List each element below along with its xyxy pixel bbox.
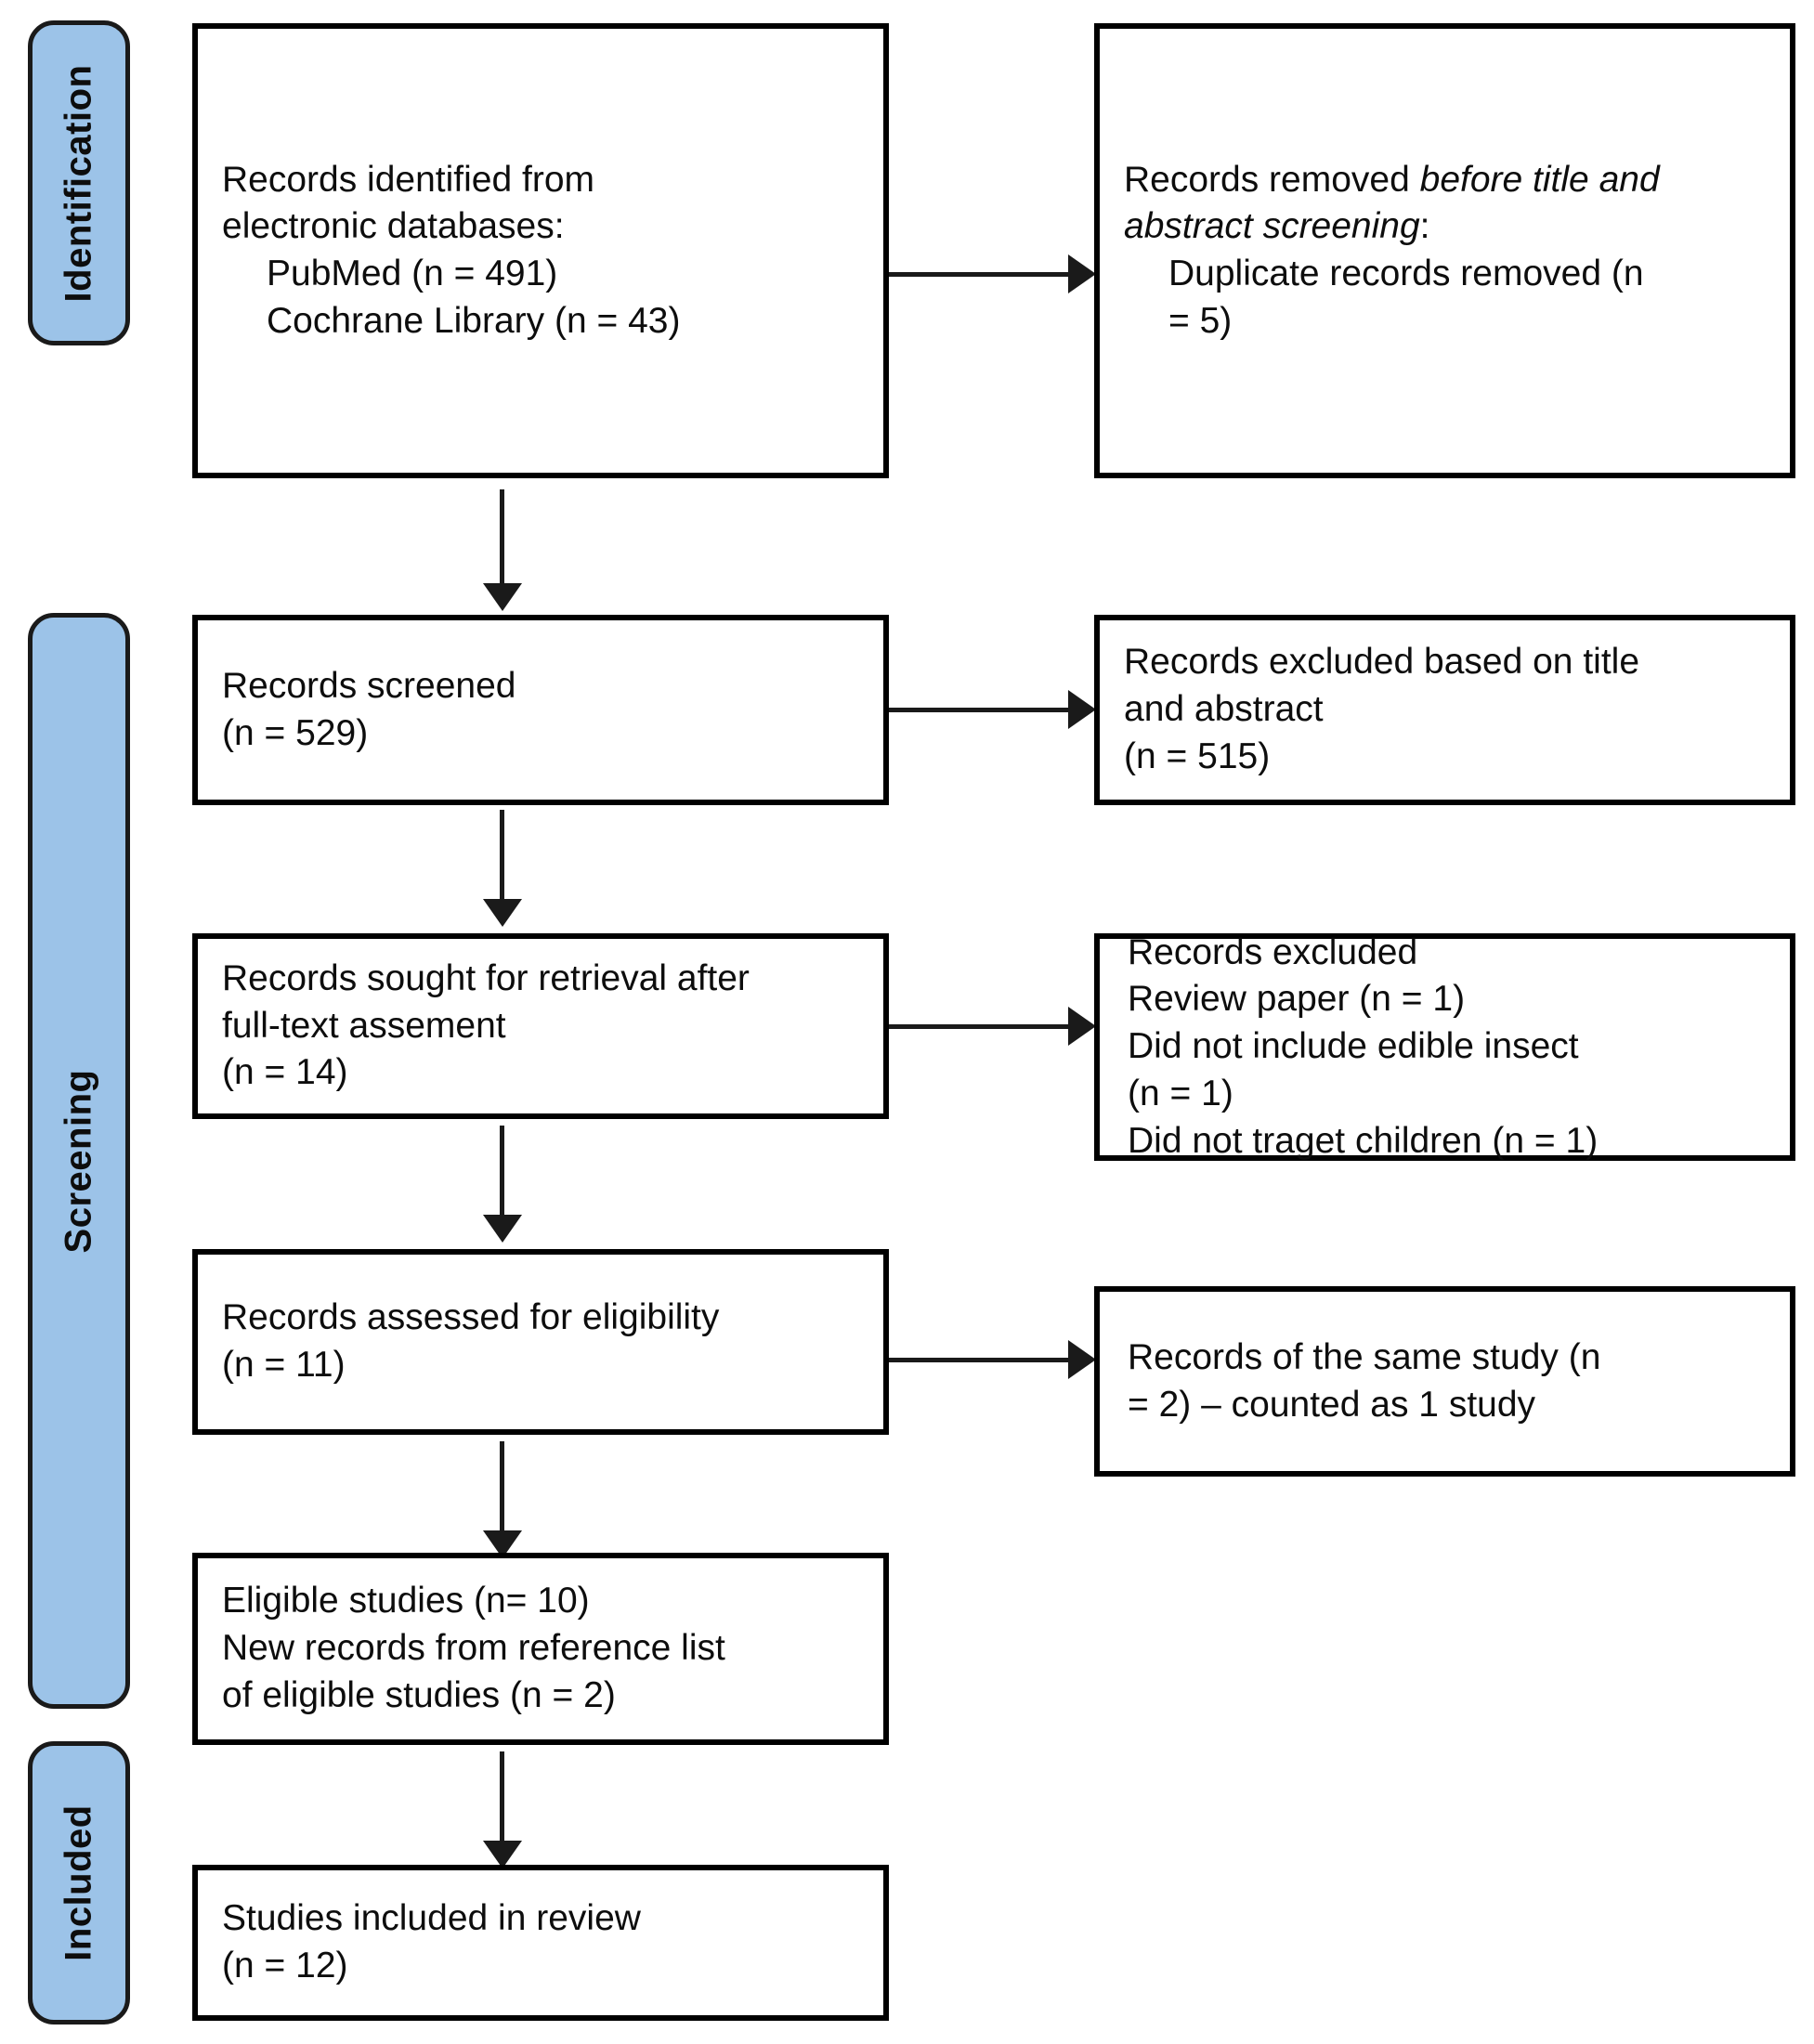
records-removed-line1-italic: before title and [1419, 159, 1660, 200]
included-review-line1: Studies included in review [222, 1898, 641, 1939]
assessed-eligibility-line2: (n = 11) [222, 1345, 346, 1385]
stage-label-screening: Screening [58, 1069, 99, 1253]
box-eligible-studies: Eligible studies (n= 10) New records from… [192, 1553, 889, 1745]
records-identified-line3: PubMed (n = 491) [267, 254, 558, 293]
connector-sought-to-excluded-fulltext [889, 1024, 1079, 1029]
records-removed-line2-italic: abstract screening [1124, 206, 1420, 247]
connector-eligible-to-included-arrowhead [483, 1841, 522, 1868]
excluded-fulltext-line3: Did not include edible insect [1128, 1026, 1579, 1067]
excluded-title-abstract-line3: (n = 515) [1124, 736, 1271, 776]
records-identified-line2: electronic databases: [222, 206, 565, 247]
excluded-title-abstract-line2: and abstract [1124, 689, 1324, 730]
box-records-screened-text: Records screened (n = 529) [198, 663, 883, 757]
connector-eligible-to-included [500, 1751, 504, 1844]
sought-retrieval-line1: Records sought for retrieval after [222, 957, 750, 998]
stage-label-identification: Identification [58, 64, 99, 302]
connector-sought-to-assessed [500, 1126, 504, 1218]
records-removed-line2-colon: : [1419, 206, 1430, 247]
stage-pill-included: Included [28, 1741, 130, 2024]
connector-sought-to-assessed-arrowhead [483, 1215, 522, 1243]
connector-identified-to-screened-arrowhead [483, 583, 522, 611]
excluded-fulltext-line1: Records excluded [1128, 931, 1418, 972]
box-records-same-study: Records of the same study (n = 2) – count… [1094, 1286, 1795, 1477]
box-studies-included-in-review-text: Studies included in review (n = 12) [198, 1895, 883, 1989]
connector-sought-to-excluded-fulltext-arrowhead [1068, 1007, 1096, 1046]
connector-identified-to-screened [500, 489, 504, 590]
eligible-studies-line3: of eligible studies (n = 2) [222, 1674, 616, 1715]
box-records-identified-text: Records identified from electronic databa… [198, 157, 883, 345]
eligible-studies-line2: New records from reference list [222, 1628, 725, 1669]
connector-screened-to-excluded [889, 708, 1079, 712]
connector-assessed-to-same-study-arrowhead [1068, 1340, 1096, 1379]
connector-screened-to-excluded-arrowhead [1068, 690, 1096, 729]
records-screened-line2: (n = 529) [222, 712, 369, 753]
box-records-assessed-eligibility: Records assessed for eligibility (n = 11) [192, 1249, 889, 1435]
box-records-excluded-title-abstract: Records excluded based on title and abstr… [1094, 615, 1795, 805]
assessed-eligibility-line1: Records assessed for eligibility [222, 1297, 720, 1338]
box-studies-included-in-review: Studies included in review (n = 12) [192, 1865, 889, 2021]
excluded-fulltext-line2: Review paper (n = 1) [1128, 979, 1466, 1020]
same-study-line2: = 2) – counted as 1 study [1128, 1384, 1536, 1425]
records-identified-line4: Cochrane Library (n = 43) [267, 300, 681, 341]
box-eligible-studies-text: Eligible studies (n= 10) New records from… [198, 1578, 883, 1719]
excluded-fulltext-line4: (n = 1) [1128, 1073, 1233, 1113]
excluded-title-abstract-line1: Records excluded based on title [1124, 642, 1640, 683]
connector-identified-to-removed [889, 272, 1079, 277]
box-records-screened: Records screened (n = 529) [192, 615, 889, 805]
sought-retrieval-line3: (n = 14) [222, 1052, 348, 1093]
eligible-studies-line1: Eligible studies (n= 10) [222, 1581, 590, 1621]
box-records-excluded-title-abstract-text: Records excluded based on title and abstr… [1100, 639, 1790, 780]
sought-retrieval-line2: full-text assement [222, 1005, 506, 1046]
box-records-sought-retrieval-text: Records sought for retrieval after full-t… [198, 956, 883, 1097]
same-study-line1: Records of the same study (n [1128, 1336, 1601, 1377]
included-review-line2: (n = 12) [222, 1946, 348, 1985]
connector-screened-to-sought-arrowhead [483, 899, 522, 927]
connector-identified-to-removed-arrowhead [1068, 254, 1096, 293]
records-removed-line1-plain: Records removed [1124, 159, 1420, 200]
connector-screened-to-sought [500, 810, 504, 903]
records-removed-line4: = 5) [1168, 300, 1233, 341]
stage-pill-identification: Identification [28, 20, 130, 345]
box-records-identified: Records identified from electronic databa… [192, 23, 889, 478]
stage-label-included: Included [58, 1804, 99, 1961]
box-records-removed-before-screening: Records removed before title and abstract… [1094, 23, 1795, 478]
stage-pill-screening: Screening [28, 613, 130, 1709]
box-records-assessed-eligibility-text: Records assessed for eligibility (n = 11) [198, 1295, 883, 1388]
box-records-same-study-text: Records of the same study (n = 2) – count… [1100, 1334, 1790, 1428]
records-identified-line1: Records identified from [222, 159, 595, 200]
box-records-sought-retrieval: Records sought for retrieval after full-t… [192, 933, 889, 1119]
box-records-removed-text: Records removed before title and abstract… [1100, 157, 1790, 345]
records-screened-line1: Records screened [222, 665, 516, 706]
excluded-fulltext-line5: Did not traget children (n = 1) [1128, 1120, 1599, 1161]
records-removed-line3: Duplicate records removed (n [1168, 254, 1644, 293]
connector-assessed-to-eligible [500, 1441, 504, 1534]
connector-assessed-to-same-study [889, 1358, 1079, 1362]
